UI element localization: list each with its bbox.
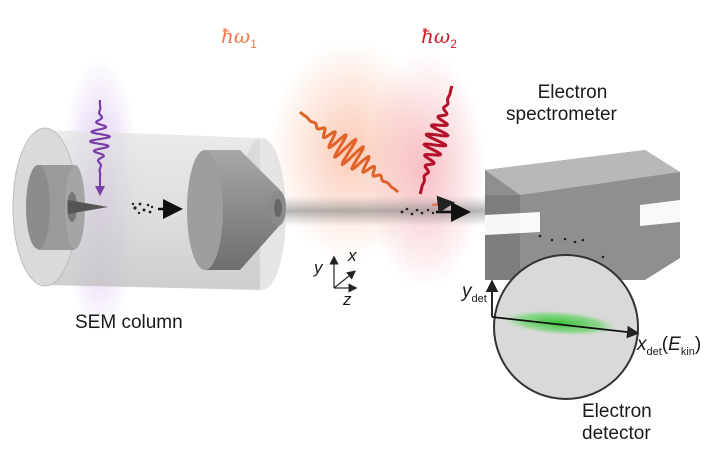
det-x-paren-open: (	[661, 334, 669, 355]
orange-pulse	[298, 110, 400, 194]
detector-signal	[502, 310, 618, 336]
electron-detector	[485, 254, 640, 400]
red-glow	[365, 50, 485, 290]
red-pulse	[418, 85, 454, 195]
photon1-label: ħω1	[221, 24, 257, 51]
det-x-e-sub: kin	[680, 345, 695, 358]
photon1-omega: ω	[233, 24, 251, 48]
detector-label-line1: Electron	[582, 401, 652, 422]
spectrometer-label-line2: spectrometer	[506, 104, 617, 125]
interaction-point	[400, 207, 435, 216]
photon2-omega: ω	[433, 24, 451, 48]
det-x-label: xdet(Ekin)	[637, 334, 701, 358]
axis-z-label: z	[343, 290, 352, 309]
photon-arrow	[431, 195, 455, 214]
spectrometer-label: Electron spectrometer	[506, 82, 617, 126]
photon1-hbar: ħ	[221, 24, 234, 48]
photon2-sub: 2	[450, 37, 457, 51]
sem-column-label: SEM column	[75, 312, 183, 333]
axis-x-label: x	[348, 246, 357, 265]
purple-pulse	[88, 100, 112, 196]
det-x-paren-close: )	[694, 334, 702, 355]
photon2-hbar: ħ	[421, 24, 434, 48]
det-y-label: ydet	[462, 281, 487, 305]
det-y-main: y	[462, 281, 472, 302]
sem-column	[12, 127, 286, 290]
axis-y-label: y	[314, 258, 323, 277]
det-x-main: x	[637, 334, 647, 355]
detector-label-line2: detector	[582, 423, 651, 444]
photon1-sub: 1	[250, 37, 257, 51]
coordinate-axes	[329, 255, 358, 293]
photon2-label: ħω2	[421, 24, 457, 51]
det-y-sub: det	[471, 292, 487, 305]
spectrometer-label-line1: Electron	[537, 82, 608, 103]
det-x-e: E	[668, 334, 681, 355]
electron-spectrometer	[485, 150, 680, 280]
det-x-sub: det	[646, 345, 662, 358]
detector-label: Electron detector	[582, 401, 652, 445]
